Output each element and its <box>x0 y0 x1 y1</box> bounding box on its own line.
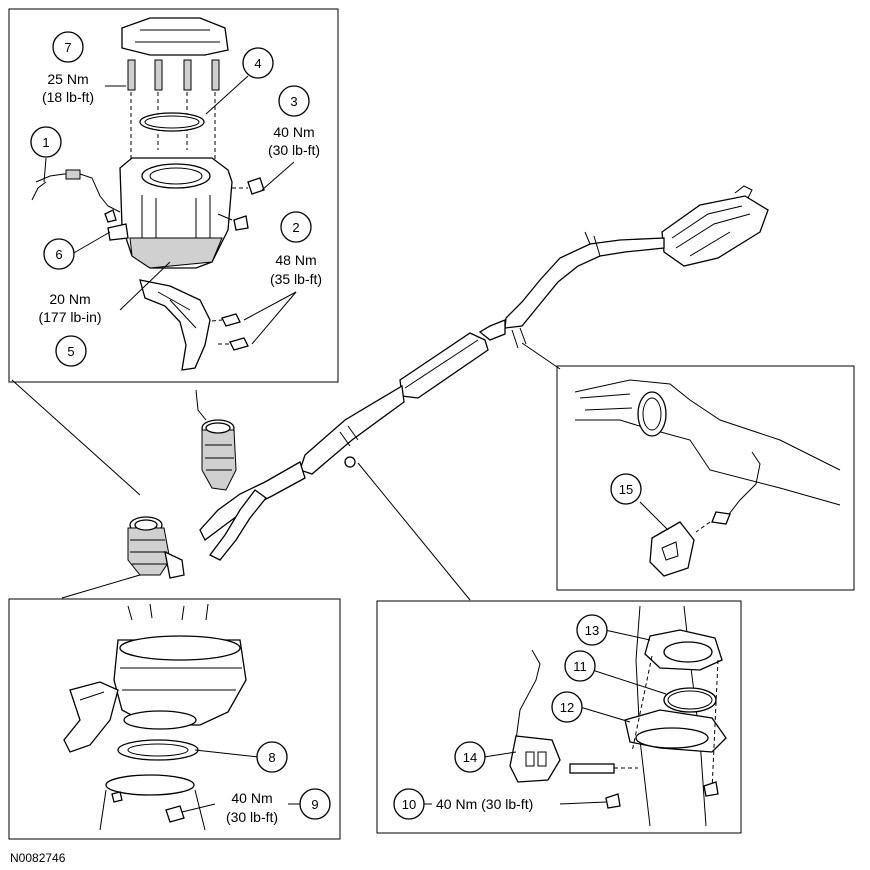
svg-text:14: 14 <box>463 750 477 765</box>
figure-id: N0082746 <box>10 851 66 865</box>
inset-frame-bottom-left <box>8 598 341 840</box>
svg-text:9: 9 <box>311 797 318 812</box>
svg-text:15: 15 <box>619 482 633 497</box>
svg-text:(30 lb-ft): (30 lb-ft) <box>268 142 320 158</box>
svg-text:20 Nm: 20 Nm <box>49 291 90 307</box>
callout-1: 1 <box>30 126 62 158</box>
svg-text:12: 12 <box>560 700 574 715</box>
callout-14: 14 <box>454 741 486 773</box>
leader-bottom-right-inset <box>357 462 471 601</box>
bottom-right-inset-drawing <box>509 605 727 827</box>
svg-text:48 Nm: 48 Nm <box>275 252 316 268</box>
bottom-left-inset-drawing <box>63 603 247 831</box>
svg-text:8: 8 <box>268 750 275 765</box>
svg-text:13: 13 <box>585 623 599 638</box>
inset-frame-right <box>556 365 855 591</box>
svg-text:40 Nm: 40 Nm <box>273 124 314 140</box>
svg-text:5: 5 <box>67 344 74 359</box>
svg-text:4: 4 <box>254 56 261 71</box>
leader-top-left-inset <box>11 379 141 496</box>
callout-8: 8 <box>256 741 288 773</box>
svg-text:1: 1 <box>42 135 49 150</box>
leader-right-inset <box>521 342 561 370</box>
svg-text:(177 lb-in): (177 lb-in) <box>38 309 101 325</box>
svg-text:7: 7 <box>64 40 71 55</box>
svg-text:6: 6 <box>55 247 62 262</box>
callout-7: 7 25 Nm (18 lb-ft) <box>42 31 94 105</box>
callout-11: 11 <box>564 650 596 682</box>
inset-frame-bottom-right <box>376 600 742 834</box>
top-left-inset-drawing <box>31 17 265 371</box>
main-exhaust-assembly <box>127 185 769 579</box>
callout-2: 2 48 Nm (35 lb-ft) <box>270 211 322 287</box>
right-inset-drawing <box>574 379 841 577</box>
callout-4: 4 <box>242 47 274 79</box>
svg-text:3: 3 <box>290 94 297 109</box>
svg-text:40 Nm: 40 Nm <box>231 790 272 806</box>
callout-3: 3 40 Nm (30 lb-ft) <box>268 85 320 158</box>
callout-12: 12 <box>551 691 583 723</box>
svg-text:40 Nm (30 lb-ft): 40 Nm (30 lb-ft) <box>436 796 533 812</box>
svg-text:10: 10 <box>402 797 416 812</box>
front-upper-converter <box>195 389 237 491</box>
callout-10: 10 40 Nm (30 lb-ft) <box>393 788 533 820</box>
svg-text:(18 lb-ft): (18 lb-ft) <box>42 89 94 105</box>
callout-9: 40 Nm (30 lb-ft) 9 <box>226 788 331 825</box>
callout-6: 6 <box>43 238 75 270</box>
front-lower-converter <box>127 516 185 579</box>
svg-text:(30 lb-ft): (30 lb-ft) <box>226 809 278 825</box>
inset-frame-top-left <box>8 8 339 383</box>
leader-bottom-left-inset <box>61 571 151 599</box>
svg-text:(35 lb-ft): (35 lb-ft) <box>270 271 322 287</box>
callout-5: 20 Nm (177 lb-in) 5 <box>38 291 102 367</box>
svg-text:11: 11 <box>573 659 587 674</box>
svg-text:25 Nm: 25 Nm <box>47 71 88 87</box>
callout-13: 13 <box>576 614 608 646</box>
svg-text:2: 2 <box>292 220 299 235</box>
callout-15: 15 <box>610 473 642 505</box>
